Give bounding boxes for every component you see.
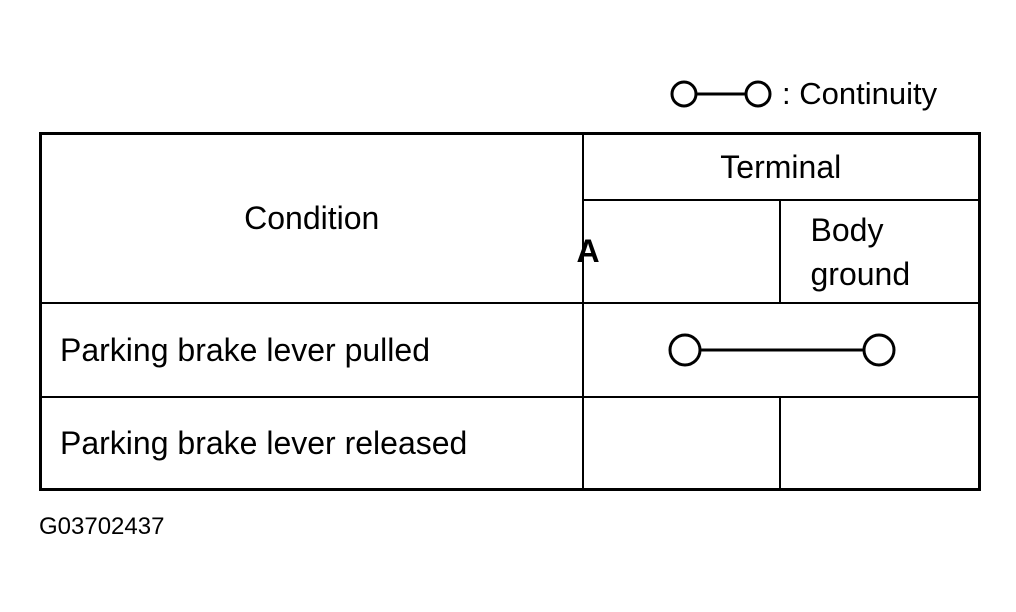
condition-cell-pulled: Parking brake lever pulled (39, 302, 584, 398)
continuity-connection-icon (668, 333, 895, 367)
figure-code: G03702437 (39, 513, 165, 540)
condition-cell-released: Parking brake lever released (39, 396, 584, 491)
continuity-cell-released-body (778, 396, 981, 491)
terminal-header: Terminal (581, 132, 981, 201)
body-ground-node-icon (862, 333, 895, 367)
terminal-body-ground-header: Body ground (778, 199, 981, 304)
terminal-a-node-icon (668, 333, 701, 367)
continuity-symbol-icon (670, 80, 772, 108)
terminal-a-label: A (576, 233, 600, 269)
continuity-cell-released-a (581, 396, 781, 491)
legend-label: : Continuity (782, 76, 938, 111)
terminal-a-header: A (576, 199, 781, 304)
continuity-legend: : Continuity (668, 74, 937, 114)
continuity-cell-pulled (581, 302, 981, 398)
continuity-table: Condition Terminal A Body ground Parking… (39, 132, 982, 491)
condition-header: Condition (39, 132, 584, 304)
